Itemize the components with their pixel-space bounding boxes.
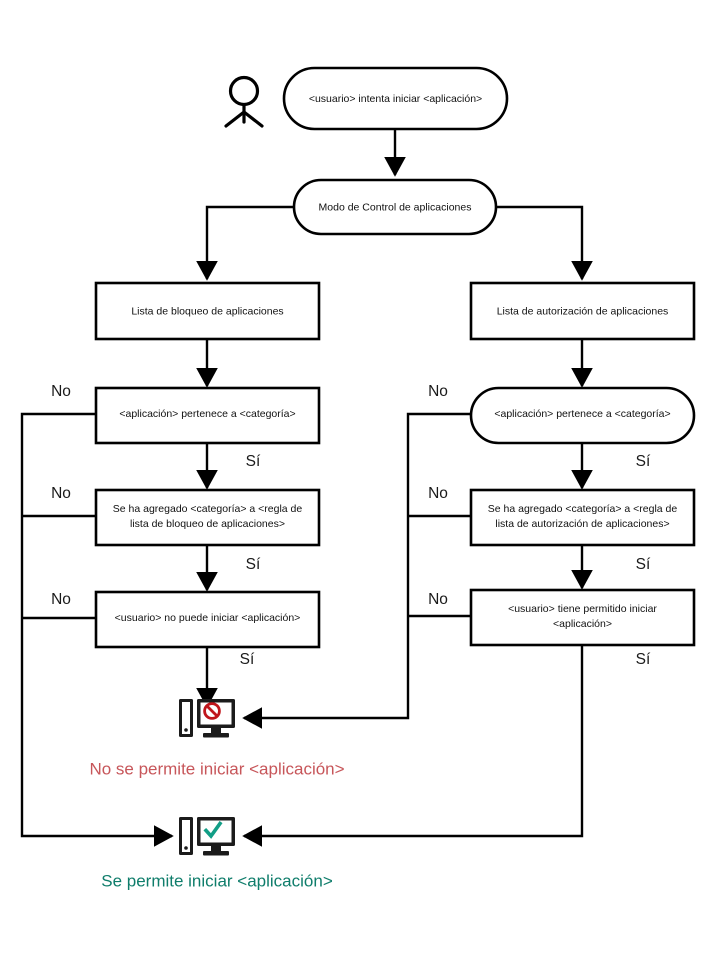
edge-allow-category-no-to-blocked: [242, 412, 472, 729]
outcome-denied-caption: No se permite iniciar <aplicación>: [89, 759, 344, 778]
node-deny-user-label: <usuario> no puede iniciar <aplicación>: [115, 612, 301, 624]
user-actor-icon: [224, 75, 264, 128]
edge-label-right-yes-user: Sí: [636, 651, 651, 668]
edge-label-left-no-user: No: [51, 591, 71, 608]
node-deny-category[interactable]: <aplicación> pertenece a <categoría>: [94, 386, 321, 445]
edge-mode-to-deny-list: [196, 205, 294, 281]
edge-label-left-yes-rule: Sí: [246, 556, 261, 573]
edge-label-left-yes-user: Sí: [240, 651, 255, 668]
node-allow-user-line2: <aplicación>: [553, 618, 612, 630]
edge-label-right-no-user: No: [428, 591, 448, 608]
node-deny-category-label: <aplicación> pertenece a <categoría>: [119, 408, 295, 420]
node-allow-user[interactable]: <usuario> tiene permitido iniciar <aplic…: [469, 588, 696, 647]
node-deny-list[interactable]: Lista de bloqueo de aplicaciones: [94, 281, 321, 341]
node-allow-list[interactable]: Lista de autorización de aplicaciones: [469, 281, 696, 341]
computer-blocked-icon: [179, 699, 235, 738]
node-allow-category[interactable]: <aplicación> pertenece a <categoría>: [469, 386, 696, 445]
node-allow-rule-line2: lista de autorización de aplicaciones>: [495, 518, 669, 530]
edge-label-left-no-rule: No: [51, 485, 71, 502]
edge-label-right-yes-rule: Sí: [636, 556, 651, 573]
node-deny-rule-line2: lista de bloqueo de aplicaciones>: [130, 518, 285, 530]
edge-label-right-no-rule: No: [428, 485, 448, 502]
node-allow-rule-line1: Se ha agregado <categoría> a <regla de: [488, 503, 678, 515]
edge-label-right-no-category: No: [428, 383, 448, 400]
node-deny-rule-line1: Se ha agregado <categoría> a <regla de: [113, 503, 303, 515]
edge-deny-category-no-to-allowed: [20, 412, 174, 847]
computer-allowed-icon: [179, 817, 235, 856]
node-allow-rule[interactable]: Se ha agregado <categoría> a <regla de l…: [469, 488, 696, 547]
node-mode[interactable]: Modo de Control de aplicaciones: [292, 178, 498, 236]
outcome-allowed-caption: Se permite iniciar <aplicación>: [101, 871, 333, 890]
edge-label-right-yes-category: Sí: [636, 453, 651, 470]
node-allow-category-label: <aplicación> pertenece a <categoría>: [494, 408, 670, 420]
edge-allow-user-yes-to-allowed: [242, 645, 584, 847]
edge-label-left-yes-category: Sí: [246, 453, 261, 470]
node-start-label: <usuario> intenta iniciar <aplicación>: [309, 93, 482, 105]
edge-label-left-no-category: No: [51, 383, 71, 400]
node-start[interactable]: <usuario> intenta iniciar <aplicación>: [282, 66, 509, 131]
node-deny-rule[interactable]: Se ha agregado <categoría> a <regla de l…: [94, 488, 321, 547]
node-mode-label: Modo de Control de aplicaciones: [319, 201, 472, 213]
node-deny-list-label: Lista de bloqueo de aplicaciones: [131, 305, 283, 317]
node-deny-user[interactable]: <usuario> no puede iniciar <aplicación>: [94, 590, 321, 649]
node-allow-list-label: Lista de autorización de aplicaciones: [497, 305, 669, 317]
edge-mode-to-allow-list: [496, 205, 593, 281]
node-allow-user-line1: <usuario> tiene permitido iniciar: [508, 603, 657, 615]
